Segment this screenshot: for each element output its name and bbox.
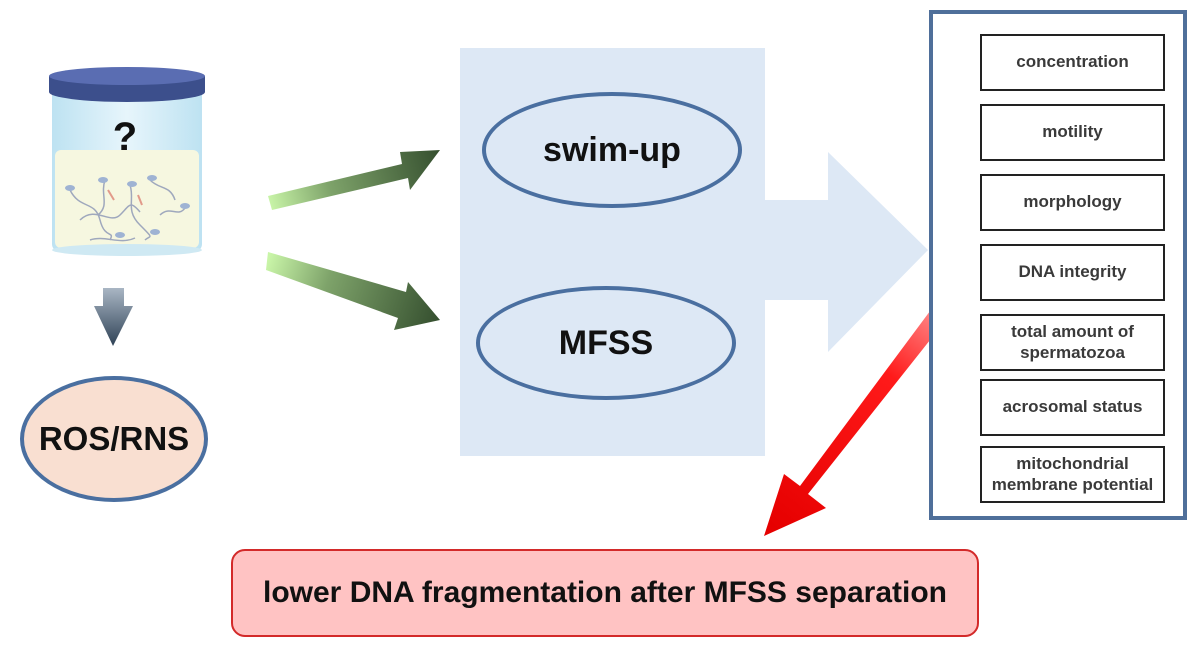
parameter-label: motility <box>1042 122 1103 142</box>
parameter-box: motility <box>980 104 1165 161</box>
parameter-box: morphology <box>980 174 1165 231</box>
ros-rns-node: ROS/RNS <box>20 376 208 502</box>
parameter-box: acrosomal status <box>980 379 1165 436</box>
parameter-label: morphology <box>1023 192 1122 212</box>
swim-up-method: swim-up <box>482 92 742 208</box>
parameter-box: concentration <box>980 34 1165 91</box>
green-arrow-icon <box>266 252 440 330</box>
parameter-label: total amount of spermatozoa <box>1011 322 1134 362</box>
result-label: lower DNA fragmentation after MFSS separ… <box>263 576 947 609</box>
red-arrow-icon <box>764 268 976 536</box>
sperm-cells-icon <box>65 175 190 242</box>
swim-up-label: swim-up <box>543 130 681 169</box>
parameter-label: acrosomal status <box>1002 397 1143 417</box>
parameter-box: mitochondrial membrane potential <box>980 446 1165 503</box>
down-arrow-icon <box>94 288 133 346</box>
mfss-label: MFSS <box>558 323 654 362</box>
parameter-box: total amount of spermatozoa <box>980 314 1165 371</box>
green-arrow-icon <box>268 150 440 210</box>
mfss-method: MFSS <box>476 286 736 400</box>
result-box: lower DNA fragmentation after MFSS separ… <box>231 549 979 637</box>
parameter-label: DNA integrity <box>1018 262 1127 282</box>
parameter-label: concentration <box>1016 52 1129 72</box>
big-pale-arrow-icon <box>765 152 928 352</box>
parameter-label: mitochondrial membrane potential <box>991 454 1154 494</box>
sample-jar-icon: ? <box>49 67 205 256</box>
parameter-box: DNA integrity <box>980 244 1165 301</box>
question-mark: ? <box>113 115 137 159</box>
ros-rns-label: ROS/RNS <box>38 420 190 457</box>
